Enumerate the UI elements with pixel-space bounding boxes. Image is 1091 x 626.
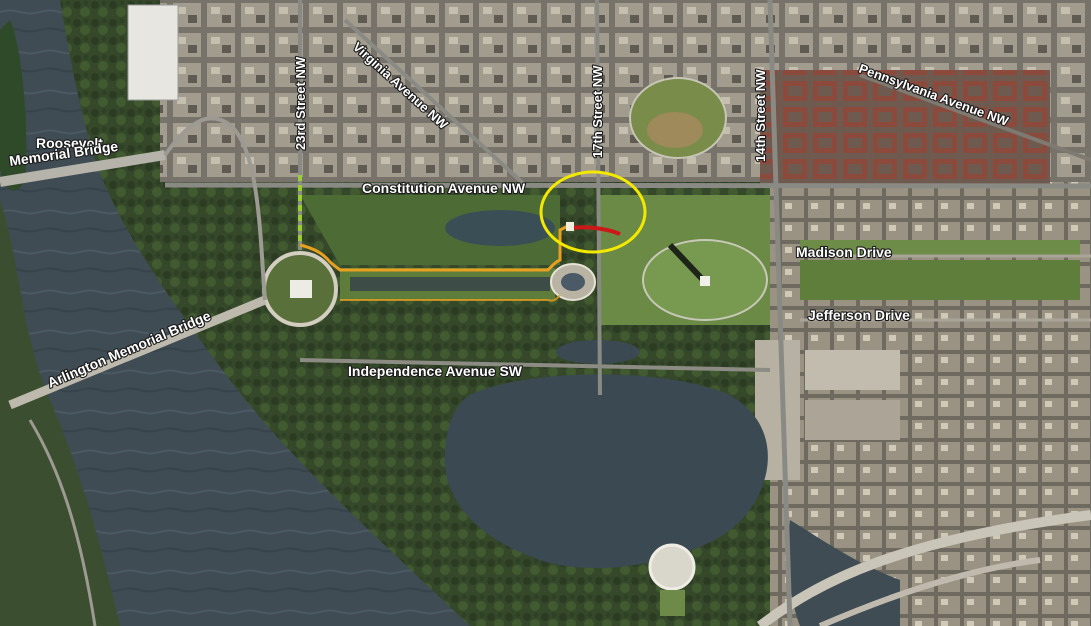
label-17th-street: 17th Street NW [590, 65, 605, 158]
label-roosevelt-line1: Roosevelt [36, 135, 103, 151]
mall-lawns [800, 260, 1080, 300]
reflecting-pool [350, 277, 550, 291]
kennedy-center [127, 4, 179, 101]
red-route [571, 225, 621, 236]
label-independence-avenue: Independence Avenue SW [348, 363, 523, 379]
red-route-marker [566, 222, 574, 231]
lincoln-memorial [290, 280, 312, 298]
highway-ramp [818, 557, 1041, 626]
washington-monument [700, 276, 710, 286]
ellipse-dirt [647, 112, 703, 148]
label-constitution-avenue: Constitution Avenue NW [362, 180, 526, 196]
building-row-2 [805, 400, 900, 440]
jefferson-plaza [660, 590, 685, 616]
highlight-circle [539, 170, 647, 254]
label-jefferson-drive: Jefferson Drive [808, 307, 910, 323]
roosevelt-bridge [0, 150, 166, 187]
constitution-avenue-road [164, 182, 1091, 189]
theodore-island [0, 20, 27, 191]
parkway-road [28, 419, 97, 626]
orange-route-south [340, 294, 561, 302]
mall-lawns-2 [800, 240, 1080, 256]
wwii-memorial-pool [561, 273, 585, 291]
17th-street-road [595, 0, 602, 396]
tidal-basin [444, 374, 768, 569]
orange-route [299, 223, 571, 272]
highway-interchange [756, 510, 1091, 626]
pennsylvania-avenue-road [859, 73, 1091, 162]
building-row [805, 350, 900, 390]
label-14th-street: 14th Street NW [753, 69, 768, 162]
14th-street-road [767, 0, 793, 626]
independence-avenue-road [299, 358, 771, 372]
parkway-loop [163, 116, 267, 301]
virginia-shore [0, 200, 120, 626]
monument-shadow [667, 242, 708, 285]
constitution-pond [445, 210, 555, 246]
arlington-bridge [8, 295, 267, 410]
virginia-avenue-road [343, 18, 527, 187]
potomac-river [0, 0, 470, 626]
label-madison-drive: Madison Drive [796, 244, 892, 260]
label-23rd-street: 23rd Street NW [293, 56, 308, 150]
jefferson-memorial [648, 543, 696, 591]
